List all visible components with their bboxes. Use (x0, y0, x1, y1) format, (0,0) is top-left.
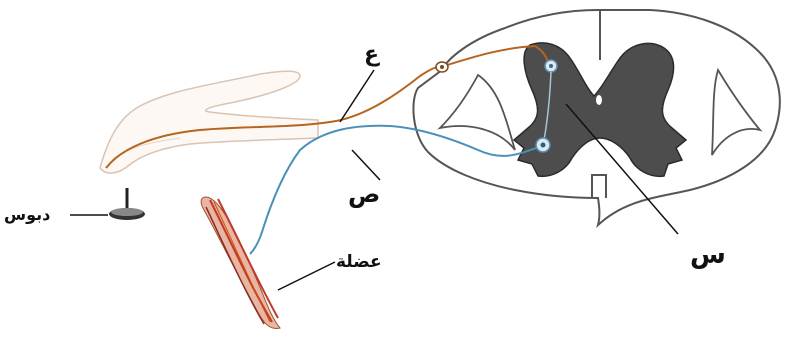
finger-shape (100, 71, 318, 173)
interneuron-nucleus (549, 64, 553, 68)
hand-outline (100, 71, 318, 173)
sad-label-pointer (352, 150, 380, 180)
pin-head-highlight (111, 208, 143, 216)
ganglion-nucleus (440, 65, 444, 69)
label-muscle: عضلة (336, 252, 382, 272)
motor-neuron-nucleus (541, 143, 546, 148)
label-ain: ع (364, 42, 379, 67)
label-sin: س (690, 240, 726, 270)
central-canal (596, 95, 602, 105)
label-pin: دبوس (4, 205, 50, 224)
pin-icon (70, 188, 145, 220)
muscle-label-pointer (278, 262, 335, 290)
label-sad: ص (348, 180, 380, 208)
muscle-fiber-2 (218, 199, 278, 318)
muscle-fiber-4 (214, 202, 270, 322)
spinal-cord (413, 10, 779, 225)
